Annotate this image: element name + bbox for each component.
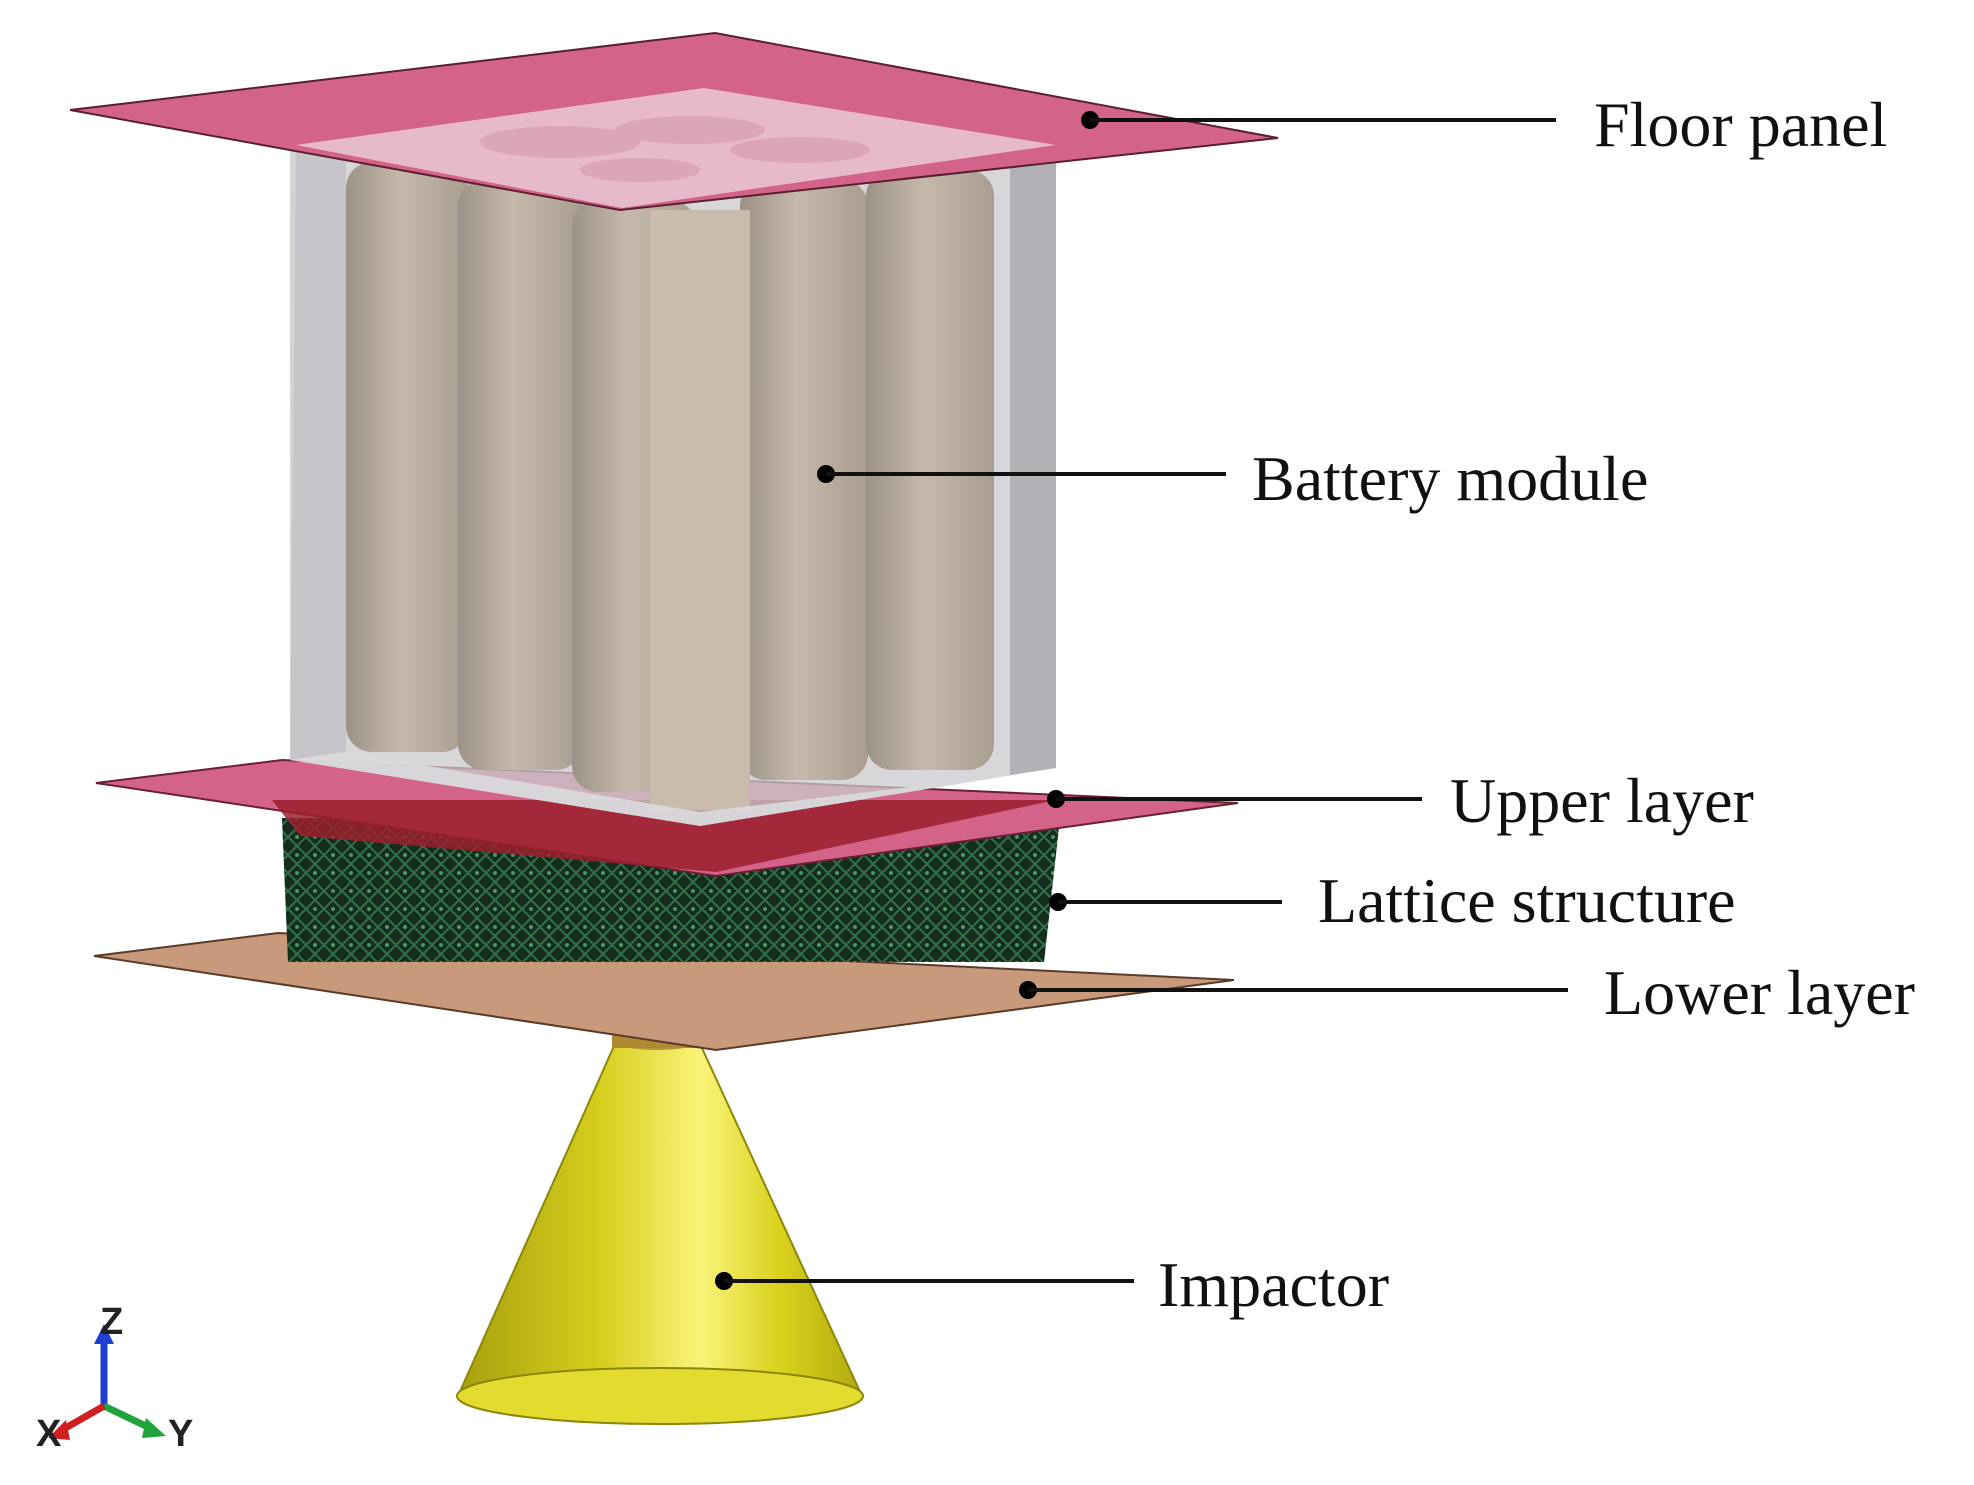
y-axis-label: Y [168,1413,193,1455]
x-axis-arrow [62,1406,104,1430]
x-axis-label: X [36,1413,62,1455]
label-floor-panel: Floor panel [1594,89,1887,160]
battery-cells [346,162,994,810]
label-upper-layer: Upper layer [1450,765,1754,836]
z-axis-label: Z [100,1301,123,1343]
label-impactor: Impactor [1158,1249,1389,1320]
impactor-cone [457,1026,863,1424]
label-lattice-structure: Lattice structure [1318,865,1736,936]
leader-lattice-structure [1049,893,1282,911]
y-axis-arrow [104,1406,150,1428]
label-lower-layer: Lower layer [1604,957,1915,1028]
axis-triad: Z Y X [36,1301,193,1455]
label-battery-module: Battery module [1252,443,1648,514]
